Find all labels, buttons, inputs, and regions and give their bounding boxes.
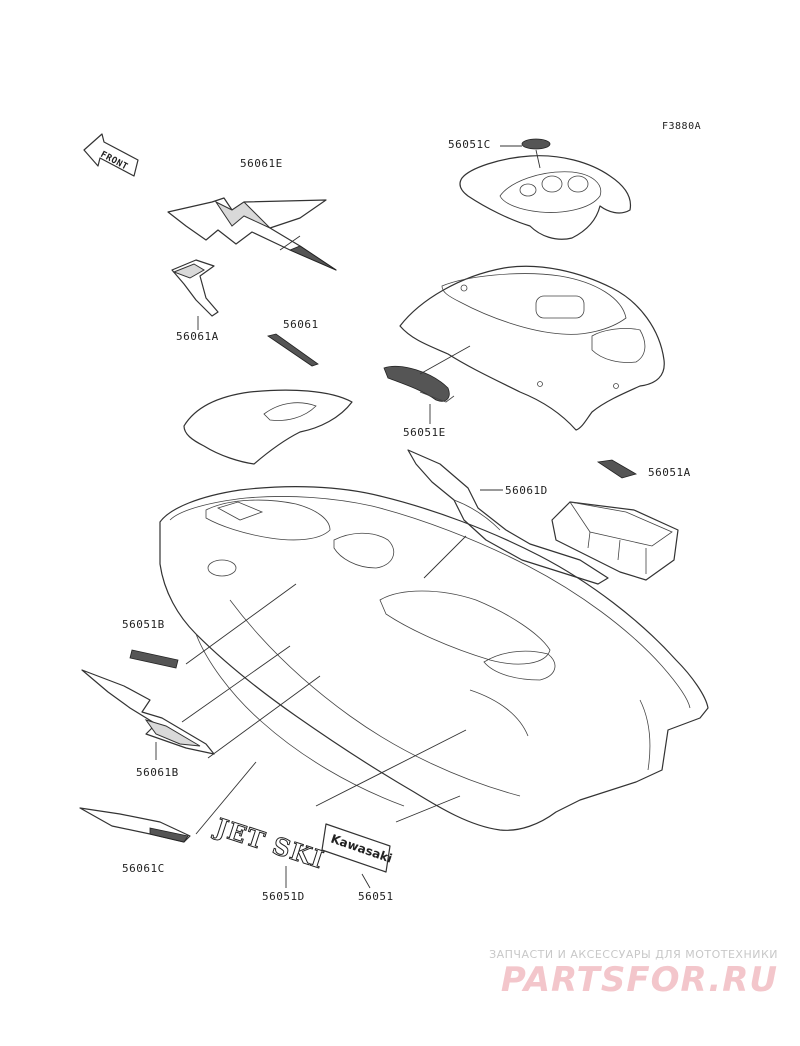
- label-56051A: 56051A: [648, 466, 691, 479]
- decal-56061B: [81, 669, 215, 755]
- label-56051D: 56051D: [262, 890, 305, 903]
- instrument-cover: [459, 149, 632, 240]
- decal-56061D: [407, 449, 609, 585]
- decal-56051E: [383, 365, 455, 403]
- label-56051B: 56051B: [122, 618, 165, 631]
- storage-box: [551, 501, 679, 581]
- label-56051: 56051: [358, 890, 394, 903]
- label-56061C: 56061C: [122, 862, 165, 875]
- label-56061D: 56061D: [505, 484, 548, 497]
- watermark-logo: PARTSFOR.RU: [500, 960, 778, 1000]
- decal-56051D: JET SKI: [210, 811, 329, 875]
- hood-cover: [399, 265, 665, 431]
- decal-56051A: [596, 459, 638, 479]
- label-56051E: 56051E: [403, 426, 446, 439]
- decal-56061E: [167, 197, 337, 271]
- label-56051C: 56051C: [448, 138, 491, 151]
- watermark: ЗАПЧАСТИ И АКСЕССУАРЫ ДЛЯ МОТОТЕХНИКИ PA…: [489, 948, 778, 999]
- decal-56061: [267, 333, 319, 367]
- front-arrow-icon: FRONT: [83, 133, 139, 177]
- label-56061E: 56061E: [240, 157, 283, 170]
- decal-56061C: [79, 807, 191, 843]
- front-hatch-lid: [183, 389, 353, 465]
- label-56061A: 56061A: [176, 330, 219, 343]
- figure-code: F3880A: [662, 121, 701, 132]
- label-56061: 56061: [283, 318, 319, 331]
- watermark-subtitle: ЗАПЧАСТИ И АКСЕССУАРЫ ДЛЯ МОТОТЕХНИКИ: [489, 948, 778, 961]
- label-56061B: 56061B: [136, 766, 179, 779]
- decal-56061A: [171, 259, 219, 317]
- svg-text:JET SKI: JET SKI: [210, 812, 328, 875]
- decal-56051C: [521, 138, 551, 150]
- decal-56051: Kawasaki: [321, 823, 394, 873]
- hull-body: [159, 486, 709, 831]
- decal-56051B: [129, 649, 179, 669]
